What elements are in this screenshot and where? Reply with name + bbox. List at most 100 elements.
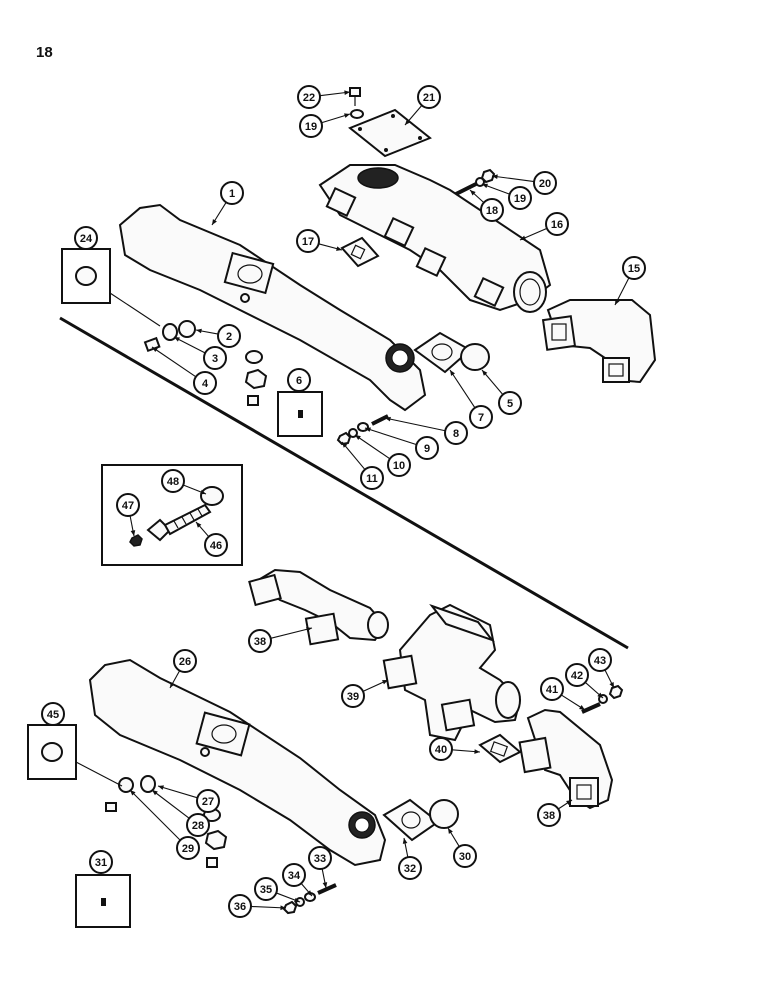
cover-plate-21 bbox=[348, 108, 432, 158]
nut-3 bbox=[244, 368, 268, 390]
callout-arrowhead bbox=[152, 347, 158, 353]
box-24 bbox=[61, 248, 111, 304]
plug-4b bbox=[247, 395, 259, 406]
callout-1: 1 bbox=[211, 181, 244, 226]
callout-circle bbox=[299, 114, 323, 138]
callout-number: 36 bbox=[234, 901, 246, 913]
callout-leader bbox=[157, 785, 198, 799]
callout-34: 34 bbox=[282, 863, 313, 897]
callout-38: 38 bbox=[537, 799, 573, 827]
callout-number: 2 bbox=[226, 331, 232, 343]
callout-arrowhead bbox=[474, 749, 480, 754]
callout-7: 7 bbox=[449, 369, 493, 429]
callout-circle bbox=[565, 663, 589, 687]
callout-22: 22 bbox=[297, 85, 351, 109]
callout-circle bbox=[204, 533, 228, 557]
callout-number: 35 bbox=[260, 884, 272, 896]
callout-6: 6 bbox=[287, 368, 311, 392]
fitting-28-small bbox=[140, 775, 156, 793]
callout-circle bbox=[417, 85, 441, 109]
callout-circle bbox=[508, 186, 532, 210]
callout-arrowhead bbox=[382, 680, 388, 685]
callout-number: 11 bbox=[366, 473, 378, 485]
callout-8: 8 bbox=[384, 416, 468, 445]
callout-arrowhead bbox=[306, 627, 312, 632]
callout-number: 38 bbox=[543, 810, 555, 822]
callout-arrowhead bbox=[306, 890, 312, 896]
callout-circle bbox=[533, 171, 557, 195]
callout-arrowhead bbox=[152, 790, 158, 796]
callout-number: 21 bbox=[423, 92, 435, 104]
callout-leader bbox=[341, 441, 366, 470]
callout-number: 29 bbox=[182, 843, 194, 855]
callout-arrowhead bbox=[482, 183, 488, 189]
callout-24: 24 bbox=[74, 226, 98, 250]
callout-arrowhead bbox=[212, 219, 217, 225]
ring-30 bbox=[429, 799, 459, 829]
callout-arrowhead bbox=[196, 328, 202, 334]
callout-leader bbox=[384, 417, 446, 432]
callout-circle bbox=[287, 368, 311, 392]
callout-leader bbox=[250, 905, 287, 909]
callout-leader bbox=[449, 369, 476, 409]
callout-48: 48 bbox=[161, 469, 207, 495]
callout-circle bbox=[469, 405, 493, 429]
callout-arrowhead bbox=[294, 897, 300, 903]
callout-arrowhead bbox=[448, 828, 453, 834]
callout-arrowhead bbox=[470, 190, 476, 196]
callout-43: 43 bbox=[588, 648, 615, 689]
callout-number: 30 bbox=[459, 851, 471, 863]
callout-circle bbox=[220, 181, 244, 205]
callout-arrowhead bbox=[402, 838, 408, 844]
section-divider-line bbox=[59, 316, 629, 650]
fitting-3 bbox=[162, 323, 178, 341]
callout-circle bbox=[116, 493, 140, 517]
callout-number: 6 bbox=[296, 375, 302, 387]
callout-10: 10 bbox=[354, 434, 411, 477]
callout-number: 28 bbox=[192, 820, 204, 832]
tee-39 bbox=[382, 603, 522, 742]
callout-arrowhead bbox=[170, 682, 175, 688]
box-31 bbox=[75, 874, 131, 928]
callout-number: 10 bbox=[393, 460, 405, 472]
callout-number: 43 bbox=[594, 655, 606, 667]
callout-15: 15 bbox=[614, 256, 646, 306]
callout-arrowhead bbox=[579, 705, 585, 710]
callout-circle bbox=[308, 846, 332, 870]
callout-2: 2 bbox=[195, 324, 241, 348]
callout-arrowhead bbox=[482, 370, 488, 376]
callout-arrowhead bbox=[566, 800, 572, 805]
callouts-layer: 1234567891011151617181919202122242627282… bbox=[41, 85, 646, 918]
callout-circle bbox=[196, 789, 220, 813]
callout-circle bbox=[540, 677, 564, 701]
callout-number: 42 bbox=[571, 670, 583, 682]
box-45 bbox=[27, 724, 77, 780]
callout-number: 45 bbox=[47, 709, 59, 721]
callout-circle bbox=[193, 371, 217, 395]
callout-number: 34 bbox=[288, 870, 301, 882]
callout-30: 30 bbox=[447, 827, 477, 868]
callout-arrowhead bbox=[322, 882, 328, 888]
plug-29 bbox=[105, 802, 117, 812]
callout-29: 29 bbox=[129, 789, 200, 860]
callout-33: 33 bbox=[308, 846, 332, 889]
callout-circle bbox=[415, 436, 439, 460]
washer-9 bbox=[357, 422, 369, 432]
callout-number: 33 bbox=[314, 853, 326, 865]
callout-arrowhead bbox=[344, 113, 350, 118]
plug-29b bbox=[206, 857, 218, 868]
thermostat-46 bbox=[146, 503, 212, 542]
callout-number: 3 bbox=[212, 353, 218, 365]
callout-number: 19 bbox=[305, 121, 317, 133]
callout-arrowhead bbox=[174, 337, 180, 342]
callout-number: 7 bbox=[478, 412, 484, 424]
manifold-1 bbox=[118, 203, 427, 412]
callout-number: 38 bbox=[254, 636, 266, 648]
callout-number: 32 bbox=[404, 863, 416, 875]
callout-number: 20 bbox=[539, 178, 551, 190]
callout-number: 22 bbox=[303, 92, 315, 104]
callout-number: 27 bbox=[202, 796, 214, 808]
gasket-40 bbox=[478, 733, 522, 764]
callout-arrowhead bbox=[355, 435, 361, 441]
